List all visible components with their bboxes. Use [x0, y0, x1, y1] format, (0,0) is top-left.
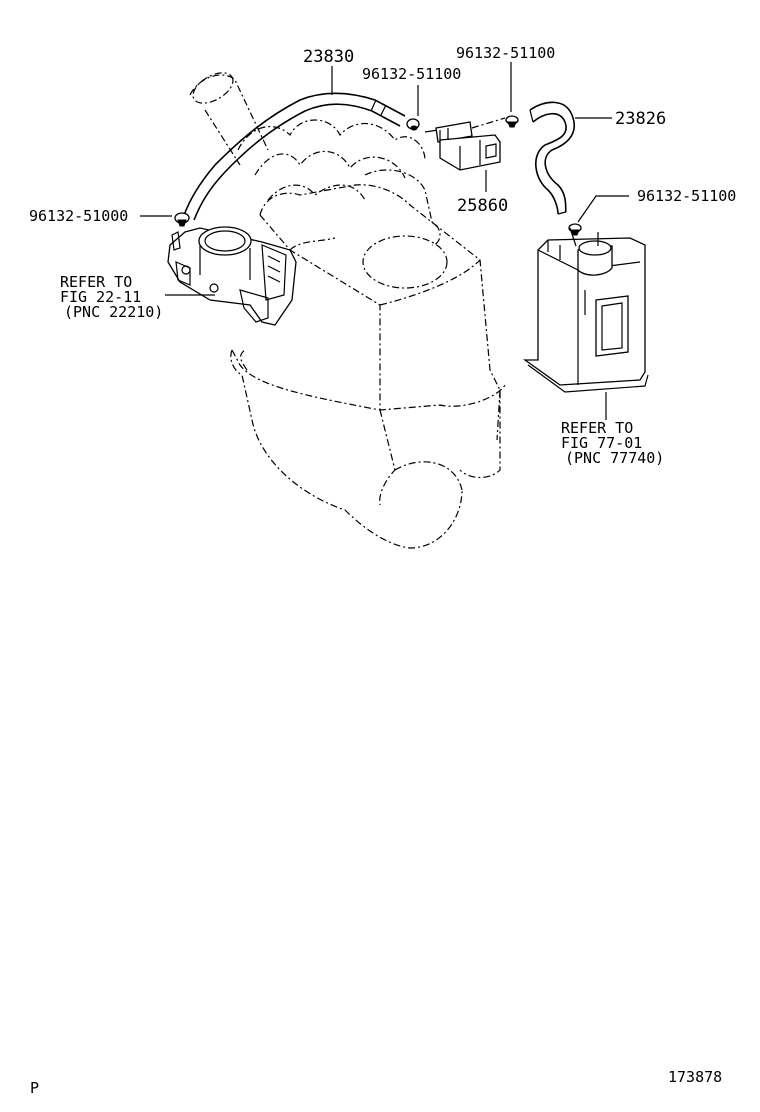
refer-right-line1: REFER TO: [561, 419, 633, 437]
clamp-96132-51100-mid: [505, 115, 519, 128]
clamp-96132-51100-left: [406, 118, 420, 131]
vsv-25860: [424, 117, 506, 171]
label-96132-51000: 96132-51000: [29, 207, 128, 225]
refer-left-line3: (PNC 22210): [64, 303, 163, 321]
engine-assembly-outline: [189, 72, 506, 549]
hose-23830: [183, 92, 406, 221]
figure-number: 173878: [668, 1068, 722, 1086]
label-96132-51100-b: 96132-51100: [456, 44, 555, 62]
throttle-body: [167, 226, 297, 326]
label-25860: 25860: [457, 196, 508, 216]
label-23826: 23826: [615, 109, 666, 129]
corner-letter: P: [30, 1079, 39, 1097]
label-23830: 23830: [303, 47, 354, 67]
leader-lines: [140, 62, 629, 420]
clamp-96132-51000: [174, 212, 190, 227]
hose-23826: [529, 101, 575, 215]
label-96132-51100-a: 96132-51100: [362, 65, 461, 83]
refer-left-line2: FIG 22-11: [60, 288, 141, 306]
charcoal-canister: [522, 227, 649, 393]
refer-right-line2: FIG 77-01: [561, 434, 642, 452]
label-96132-51100-c: 96132-51100: [637, 187, 736, 205]
clamp-96132-51100-right: [568, 223, 582, 236]
refer-right-line3: (PNC 77740): [565, 449, 664, 467]
refer-left-line1: REFER TO: [60, 273, 132, 291]
